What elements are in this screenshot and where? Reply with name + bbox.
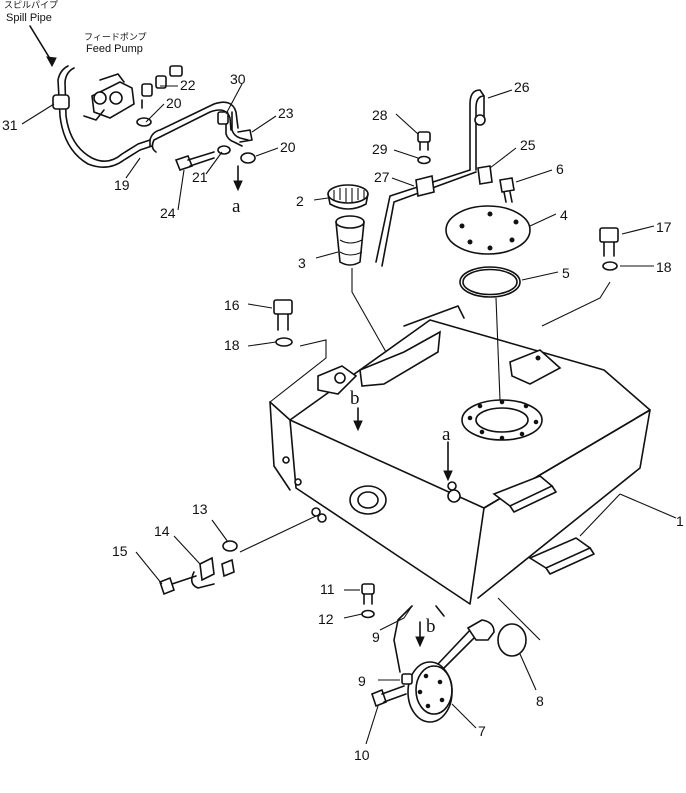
ref-a-top: a — [232, 196, 241, 217]
callout-3: 3 — [298, 255, 306, 271]
left-bottom-parts — [135, 515, 317, 596]
callout-5: 5 — [562, 265, 570, 281]
callout-19: 19 — [114, 177, 130, 193]
callout-16: 16 — [224, 297, 240, 313]
spill-pipe-jp-label: スピルパイプ — [4, 0, 58, 11]
callout-21: 21 — [192, 169, 208, 185]
callout-12: 12 — [318, 611, 334, 627]
callout-11: 11 — [320, 581, 335, 597]
cap-and-strainer — [313, 184, 387, 353]
callout-4: 4 — [560, 207, 568, 223]
spill-pipe-assembly — [29, 25, 256, 192]
callout-17: 17 — [656, 219, 672, 235]
feed-pump-jp-label: フィードポンプ — [84, 32, 147, 43]
callout-14: 14 — [154, 523, 170, 539]
callout-9-upper: 9 — [372, 629, 380, 645]
ref-b-tank: b — [350, 388, 360, 409]
fuel-tank — [269, 305, 677, 605]
callout-29: 29 — [372, 141, 388, 157]
callout-10: 10 — [354, 747, 370, 763]
callout-9-lower: 9 — [358, 673, 366, 689]
callout-15: 15 — [112, 543, 128, 559]
callout-2: 2 — [296, 193, 304, 209]
callout-28: 28 — [372, 107, 388, 123]
ref-a-tank: a — [442, 424, 451, 445]
callout-1: 1 — [676, 513, 684, 529]
callout-numbers: 1 2 3 4 5 6 7 8 9 9 10 11 12 13 14 15 16… — [2, 71, 684, 763]
callout-27: 27 — [374, 169, 390, 185]
callout-31: 31 — [2, 117, 18, 133]
bolt-right — [541, 225, 655, 327]
callout-23: 23 — [278, 105, 294, 121]
callout-30: 30 — [230, 71, 246, 87]
sender-unit — [343, 583, 541, 745]
spill-pipe-label: Spill Pipe — [6, 12, 52, 24]
callout-20-right: 20 — [280, 139, 296, 155]
ref-b-sender: b — [426, 616, 436, 637]
cover-and-gasket — [445, 205, 559, 401]
reference-letters: a a b b — [232, 196, 451, 637]
feed-pump-label: Feed Pump — [86, 43, 143, 55]
callout-25: 25 — [520, 137, 536, 153]
text-labels: スピルパイプ Spill Pipe フィードポンプ Feed Pump — [4, 0, 147, 55]
callout-6: 6 — [556, 161, 564, 177]
breather-pipe-assembly — [375, 89, 553, 267]
callout-20-upper: 20 — [166, 95, 182, 111]
callout-13: 13 — [192, 501, 208, 517]
callout-7: 7 — [478, 723, 486, 739]
callout-26: 26 — [514, 79, 530, 95]
leader-lines-top-left — [21, 83, 279, 211]
callout-24: 24 — [160, 205, 176, 221]
callout-22: 22 — [180, 77, 196, 93]
callout-18-right: 18 — [656, 259, 672, 275]
callout-18-left: 18 — [224, 337, 240, 353]
bolt-left — [247, 299, 327, 403]
callout-8: 8 — [536, 693, 544, 709]
